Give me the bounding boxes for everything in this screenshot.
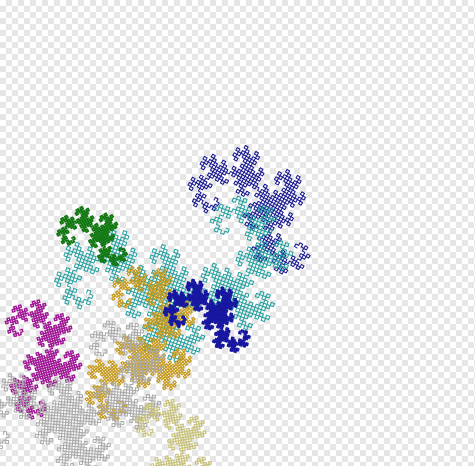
dragon-curve-magenta [4,299,83,420]
dragon-curve-gold [84,265,197,421]
dragon-curve-blue [162,278,251,353]
dragon-curve-silver [0,320,166,466]
dragon-curve-navy [187,144,311,275]
dragon-curve-khaki [134,398,212,466]
dragon-curve-green [56,205,129,267]
